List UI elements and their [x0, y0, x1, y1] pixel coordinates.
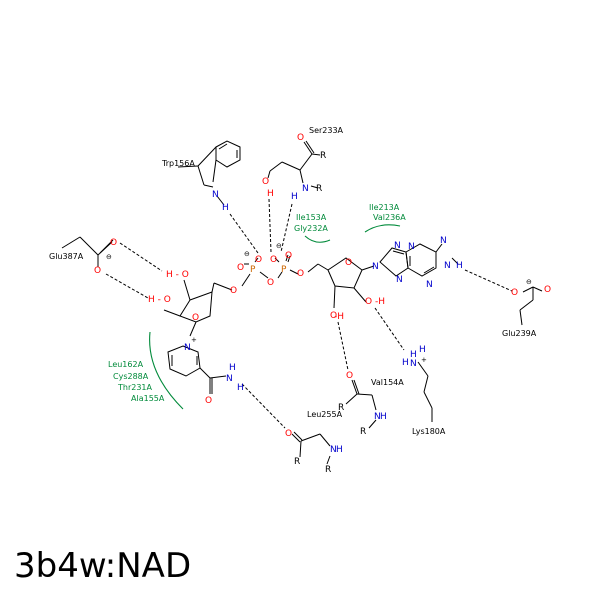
svg-text:N: N — [212, 190, 219, 200]
residue-val154: Val154A — [371, 378, 404, 387]
svg-text:N: N — [396, 275, 403, 285]
svg-text:N: N — [184, 343, 191, 353]
svg-text:N: N — [440, 236, 447, 246]
svg-text:N: N — [410, 359, 417, 369]
svg-text:O: O — [255, 255, 262, 265]
svg-text:O: O — [270, 255, 277, 265]
svg-text:O: O — [285, 251, 292, 261]
ligand-caption: 3b4w:NAD — [14, 546, 192, 586]
svg-text:O: O — [297, 133, 304, 143]
residue-glu239: Glu239A — [502, 329, 537, 338]
residue-leu162: Leu162A — [108, 360, 144, 369]
svg-text:N: N — [302, 184, 309, 194]
residue-ala155: Ala155A — [131, 394, 165, 403]
svg-text:N: N — [374, 412, 381, 422]
residue-trp156: Trp156A — [161, 159, 195, 168]
svg-text:+: + — [191, 336, 197, 344]
svg-text:O: O — [94, 266, 101, 276]
svg-text:-H: -H — [334, 312, 344, 322]
residue-lys180: Lys180A — [412, 427, 446, 436]
svg-text:N: N — [226, 374, 233, 384]
residue-leu255: Leu255A — [307, 410, 343, 419]
svg-text:O: O — [544, 285, 551, 295]
svg-text:H - O: H - O — [166, 270, 189, 280]
svg-text:H: H — [267, 189, 274, 199]
svg-text:O: O — [237, 263, 244, 273]
svg-text:H: H — [237, 383, 244, 393]
svg-text:H: H — [222, 203, 229, 213]
residue-labels: Ser233A Trp156A Glu387A Ile213A Val236A … — [49, 126, 537, 436]
svg-text:H: H — [402, 358, 409, 368]
svg-text:R: R — [360, 427, 366, 437]
svg-text:H - O: H - O — [148, 295, 171, 305]
svg-text:O: O — [285, 429, 292, 439]
svg-text:N: N — [444, 261, 451, 271]
svg-text:O: O — [346, 371, 353, 381]
svg-text:O: O — [110, 238, 117, 248]
svg-text:N: N — [426, 280, 433, 290]
svg-text:H: H — [456, 261, 463, 271]
svg-text:O: O — [205, 396, 212, 406]
svg-text:O: O — [267, 278, 274, 288]
svg-text:O: O — [262, 177, 269, 187]
svg-text:H: H — [419, 345, 426, 355]
residue-glu387: Glu387A — [49, 252, 84, 261]
svg-text:N: N — [372, 262, 379, 272]
residue-gly232: Gly232A — [294, 224, 328, 233]
svg-text:P: P — [281, 265, 287, 275]
svg-text:H: H — [229, 363, 236, 373]
svg-text:R: R — [338, 403, 344, 413]
svg-text:R: R — [294, 457, 300, 467]
svg-text:P: P — [250, 265, 256, 275]
svg-text:R: R — [325, 465, 331, 475]
residue-cys288: Cys288A — [113, 372, 149, 381]
bonds — [61, 140, 543, 465]
residue-thr231: Thr231A — [117, 383, 153, 392]
svg-text:O -H: O -H — [365, 297, 385, 307]
svg-text:O: O — [297, 269, 304, 279]
residue-ser233: Ser233A — [309, 126, 344, 135]
svg-text:N: N — [408, 242, 415, 252]
svg-text:+: + — [421, 356, 427, 364]
residue-ile153: Ile153A — [296, 213, 327, 222]
svg-text:H: H — [336, 445, 343, 455]
svg-text:N: N — [330, 445, 337, 455]
svg-text:N: N — [394, 241, 401, 251]
svg-text:O: O — [192, 313, 199, 323]
atom-labels: O O ⊖ H - O H - O N H O H N H R O R O P … — [94, 133, 551, 475]
svg-text:O: O — [511, 288, 518, 298]
svg-text:O: O — [345, 258, 352, 268]
svg-text:R: R — [316, 184, 322, 194]
residue-val236: Val236A — [373, 213, 406, 222]
svg-text:⊖: ⊖ — [526, 278, 532, 286]
hydrophobic-arcs — [149, 224, 401, 410]
svg-text:H: H — [410, 350, 417, 360]
svg-text:H: H — [291, 192, 298, 202]
hydrogen-bonds — [105, 198, 513, 429]
svg-text:⊖: ⊖ — [244, 250, 250, 258]
svg-text:⊖: ⊖ — [276, 242, 282, 250]
residue-ile213: Ile213A — [369, 203, 400, 212]
svg-text:O: O — [330, 311, 337, 321]
svg-text:H: H — [380, 412, 387, 422]
svg-text:R: R — [320, 151, 326, 161]
svg-text:O: O — [230, 286, 237, 296]
svg-text:⊖: ⊖ — [106, 253, 112, 261]
